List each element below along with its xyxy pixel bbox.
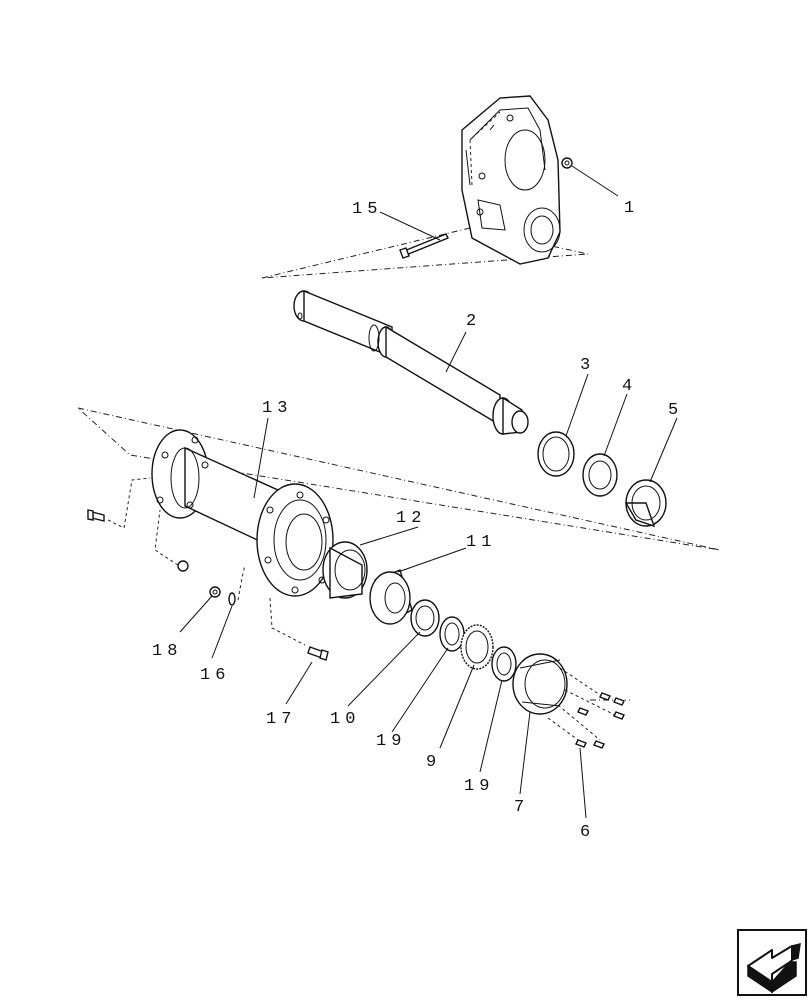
label-17: 17 xyxy=(266,710,296,729)
label-16: 16 xyxy=(200,666,230,685)
bearing-cup-inner xyxy=(322,541,368,599)
label-19-lower: 19 xyxy=(464,777,494,796)
washer xyxy=(491,646,517,682)
leader-lines xyxy=(179,165,678,819)
long-bolt xyxy=(399,233,449,259)
label-2: 2 xyxy=(466,312,481,331)
bracket-housing xyxy=(461,95,561,265)
nut xyxy=(209,586,221,598)
label-12: 12 xyxy=(396,509,426,528)
thrust-ring xyxy=(537,431,575,477)
axle-shaft xyxy=(293,289,529,435)
hub-cap xyxy=(512,653,568,715)
bearing-cone xyxy=(582,453,618,497)
label-7: 7 xyxy=(514,798,529,817)
label-11: 11 xyxy=(466,533,496,552)
lock-washer xyxy=(228,592,236,606)
label-5: 5 xyxy=(668,401,683,420)
label-3: 3 xyxy=(580,356,595,375)
label-1: 1 xyxy=(624,199,639,218)
label-10: 10 xyxy=(330,710,360,729)
label-19-upper: 19 xyxy=(376,732,406,751)
hub-bolt xyxy=(307,646,329,661)
label-4: 4 xyxy=(622,377,637,396)
label-15: 15 xyxy=(352,200,382,219)
next-page-arrow-icon[interactable] xyxy=(737,929,807,996)
nut xyxy=(177,560,189,572)
seal xyxy=(410,599,440,637)
side-bolt xyxy=(87,509,105,522)
label-6: 6 xyxy=(580,823,595,842)
bearing-cone-inner xyxy=(369,569,413,625)
bearing-cup xyxy=(624,479,667,528)
tone-ring xyxy=(460,624,494,670)
washer xyxy=(439,616,465,652)
cap-screws xyxy=(547,667,625,749)
label-13: 13 xyxy=(262,399,292,418)
label-18: 18 xyxy=(152,642,182,661)
hub-tube xyxy=(151,429,334,597)
label-9: 9 xyxy=(426,753,441,772)
nut xyxy=(561,157,573,169)
